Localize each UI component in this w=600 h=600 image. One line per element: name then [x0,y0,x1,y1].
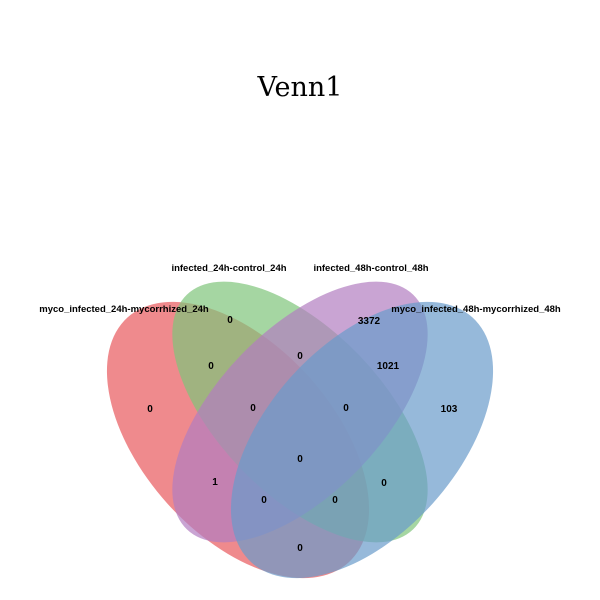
region-count-b: 0 [227,315,233,326]
region-count-abd: 0 [332,495,338,506]
set-label-b: infected_24h-control_24h [171,263,286,274]
region-count-bcd: 0 [343,403,349,414]
set-label-a: myco_infected_24h-mycorrhized_24h [39,304,209,315]
region-count-ad: 0 [297,543,303,554]
region-count-ac: 1 [212,477,218,488]
set-label-d: myco_infected_48h-mycorrhized_48h [391,304,561,315]
region-count-c: 3372 [358,316,381,327]
region-count-ab: 0 [208,361,214,372]
region-count-acd: 0 [261,495,267,506]
region-count-a: 0 [147,404,153,415]
set-ellipse-d [230,301,494,579]
region-count-bd: 0 [381,478,387,489]
region-count-abc: 0 [250,403,256,414]
region-count-abcd: 0 [297,454,303,465]
region-count-cd: 1021 [377,361,400,372]
region-count-bc: 0 [297,351,303,362]
diagram-title: Venn1 [257,72,343,103]
set-label-c: infected_48h-control_48h [313,263,428,274]
region-count-d: 103 [441,404,458,415]
